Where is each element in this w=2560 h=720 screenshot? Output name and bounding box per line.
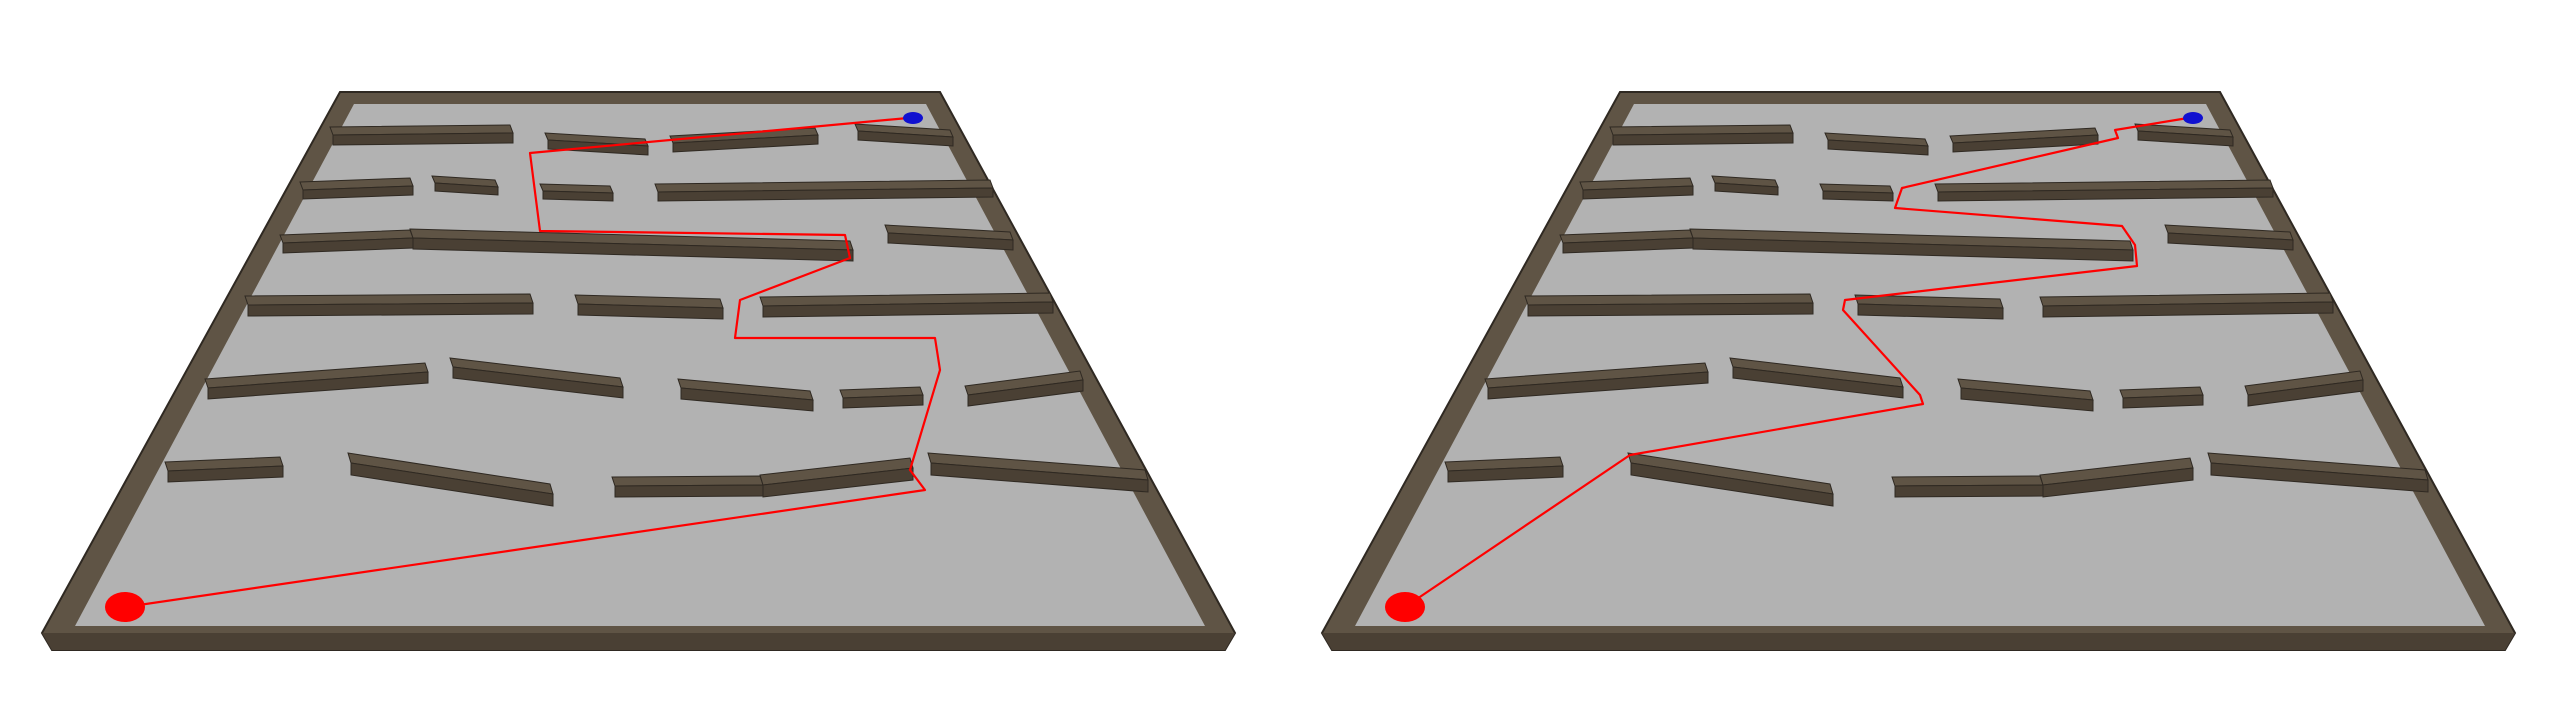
goal-marker: [903, 112, 923, 124]
maze-wall-face: [1937, 187, 2274, 202]
maze-wall-face: [1630, 462, 1834, 507]
maze-wall-face: [302, 185, 414, 200]
start-marker: [1385, 592, 1425, 622]
maze-border-front: [1322, 633, 2515, 650]
maze-wall-face: [207, 371, 429, 400]
maze-panel-right: [1280, 0, 2560, 720]
maze-wall-face: [350, 462, 554, 507]
maze-wall-face: [2122, 394, 2204, 409]
maze-wall-face: [1732, 366, 1904, 399]
maze-wall-top: [611, 475, 764, 487]
maze-wall-face: [1894, 484, 2044, 498]
maze-wall-face: [2042, 467, 2194, 498]
maze-wall-face: [2247, 379, 2364, 407]
maze-wall-face: [1960, 387, 2094, 412]
maze-wall-face: [412, 237, 854, 262]
solution-path-line: [124, 116, 942, 609]
maze-wall-face: [1822, 190, 1894, 202]
maze-wall-face: [2167, 232, 2294, 251]
maze-view-left: [40, 91, 1237, 651]
maze-wall-face: [857, 130, 954, 147]
maze-wall-face: [1487, 371, 1709, 400]
maze-wall-face: [657, 187, 994, 202]
maze-wall-face: [967, 379, 1084, 407]
solution-path-line: [1404, 116, 2189, 608]
maze-wall-face: [842, 394, 924, 409]
maze-wall-face: [434, 182, 499, 196]
maze-floor: [75, 104, 1205, 626]
maze-wall-face: [930, 462, 1149, 493]
maze-wall-face: [672, 134, 819, 153]
maze-wall-face: [1612, 132, 1794, 146]
start-marker: [105, 592, 145, 622]
maze-floor: [1355, 104, 2485, 626]
maze-wall-face: [167, 465, 284, 483]
maze-wall-face: [542, 190, 614, 202]
maze-wall-face: [1447, 465, 1564, 483]
maze-view-right: [1320, 91, 2517, 651]
maze-wall-face: [2210, 462, 2429, 493]
maze-wall-face: [1827, 139, 1929, 156]
maze-wall-face: [452, 366, 624, 399]
maze-wall-face: [1857, 303, 2004, 320]
maze-wall-face: [1527, 302, 1814, 317]
maze-wall-face: [577, 303, 724, 320]
maze-wall-face: [762, 467, 914, 498]
maze-wall-top: [1891, 475, 2044, 487]
maze-wall-face: [1714, 182, 1779, 196]
maze-panel-left: [40, 91, 1237, 651]
maze-border-front: [42, 633, 1235, 650]
maze-wall-face: [247, 302, 534, 317]
goal-marker: [2183, 112, 2203, 124]
maze-wall-face: [1582, 185, 1694, 200]
maze-wall-face: [762, 301, 1054, 318]
maze-wall-face: [332, 132, 514, 146]
maze-wall-face: [614, 484, 764, 498]
maze-wall-face: [1692, 237, 2134, 262]
maze-wall-face: [680, 387, 814, 412]
maze-wall-face: [2137, 130, 2234, 147]
maze-wall-face: [2042, 301, 2334, 318]
maze-wall-face: [887, 232, 1014, 251]
maze-wall-face: [1952, 134, 2099, 153]
